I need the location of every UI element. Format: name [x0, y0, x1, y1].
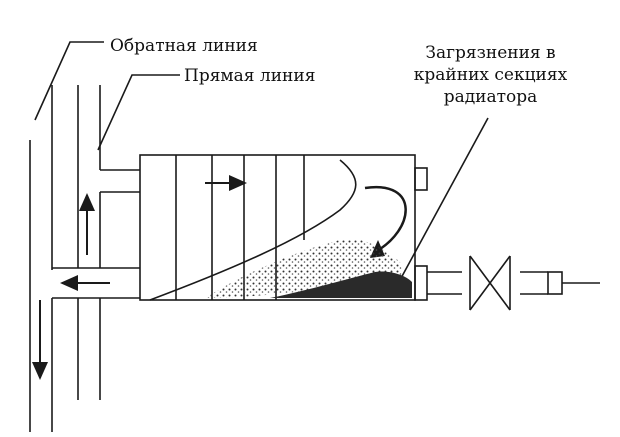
- valve: [469, 255, 511, 311]
- contamination-label: Загрязнения в крайних секциях радиатора: [408, 42, 573, 108]
- supply-branch-pipe: [100, 169, 140, 193]
- contamination-label-line-2: крайних секциях: [413, 65, 568, 85]
- contamination-label-line-3: радиатора: [443, 87, 538, 107]
- riser-pipes: [29, 85, 101, 432]
- inlet-fitting: [414, 265, 428, 301]
- return-line-label: Обратная линия: [110, 36, 258, 56]
- sediment-layer: [270, 271, 412, 298]
- supply-line-label: Прямая линия: [184, 66, 316, 86]
- internal-flow-arrow: [364, 185, 407, 254]
- return-branch-pipe: [52, 267, 140, 299]
- air-vent-plug: [414, 167, 428, 191]
- contamination-label-line-1: Загрязнения в: [425, 43, 556, 63]
